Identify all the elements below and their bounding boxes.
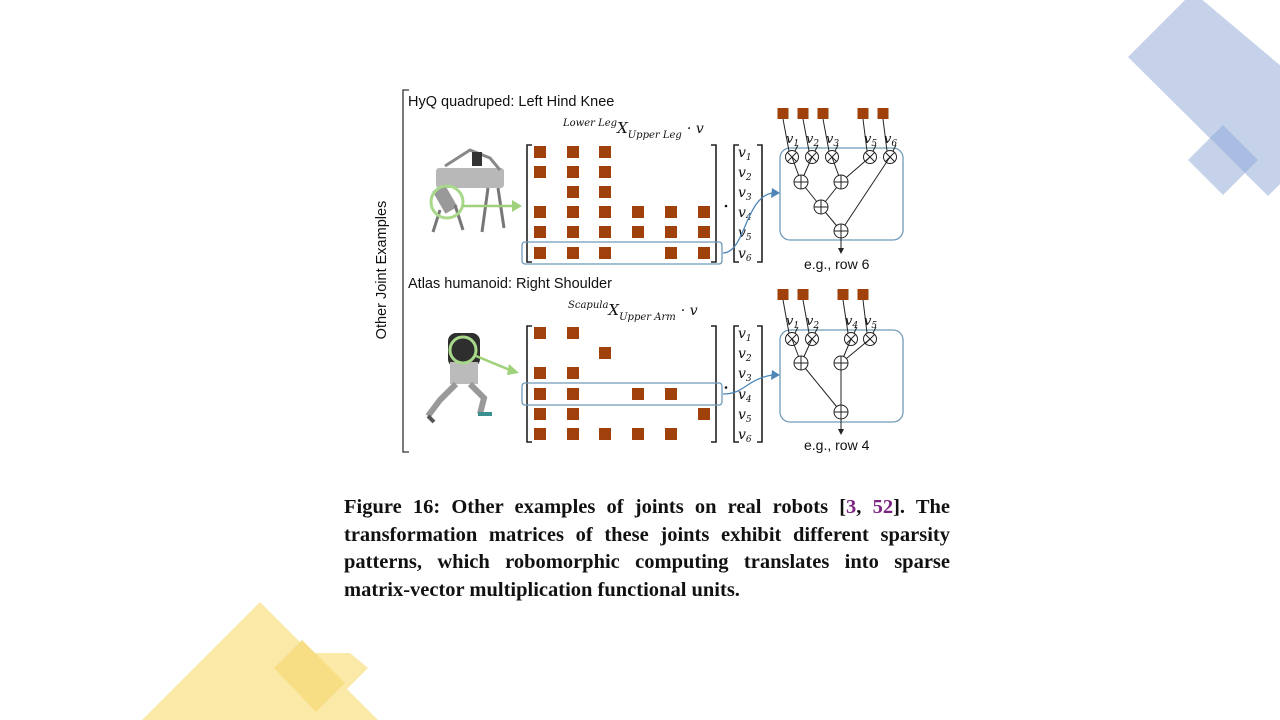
matrix-nonzero-cell bbox=[534, 327, 546, 339]
citation-link-52[interactable]: 52 bbox=[872, 496, 894, 518]
panel-title-hyq: HyQ quadruped: Left Hind Knee bbox=[408, 94, 615, 110]
citation-link-3[interactable]: 3 bbox=[846, 496, 857, 518]
svg-text:v5: v5 bbox=[864, 132, 877, 149]
highlighted-row-box bbox=[521, 241, 723, 265]
matrix-nonzero-cell bbox=[665, 206, 677, 218]
matrix-nonzero-cell bbox=[534, 388, 546, 400]
atlas-robot-image bbox=[425, 333, 519, 424]
matrix-nonzero-cell bbox=[567, 186, 579, 198]
matrix-nonzero-cell bbox=[665, 388, 677, 400]
matrix-nonzero-cell bbox=[534, 408, 546, 420]
svg-text:v3: v3 bbox=[738, 185, 752, 203]
matrix-nonzero-cell bbox=[567, 388, 579, 400]
svg-text:v1: v1 bbox=[738, 326, 752, 344]
matrix-nonzero-cell bbox=[534, 166, 546, 178]
matrix-nonzero-cell bbox=[534, 428, 546, 440]
weight-input-square bbox=[777, 108, 789, 119]
highlighted-row-box bbox=[521, 382, 723, 406]
svg-text:v1: v1 bbox=[786, 314, 799, 331]
svg-text:v1: v1 bbox=[786, 132, 799, 149]
matrix-nonzero-cell bbox=[632, 428, 644, 440]
matrix-nonzero-cell bbox=[567, 408, 579, 420]
weight-input-square bbox=[857, 108, 869, 119]
svg-text:v6: v6 bbox=[738, 246, 752, 264]
matrix-nonzero-cell bbox=[534, 247, 546, 259]
svg-text:v5: v5 bbox=[864, 314, 877, 331]
matrix-nonzero-cell bbox=[599, 166, 611, 178]
svg-text:v5: v5 bbox=[738, 407, 752, 425]
matrix-nonzero-cell bbox=[534, 146, 546, 158]
matrix-nonzero-cell bbox=[534, 226, 546, 238]
matrix-nonzero-cell bbox=[567, 206, 579, 218]
matrix-nonzero-cell bbox=[567, 226, 579, 238]
svg-text:v4: v4 bbox=[845, 314, 858, 331]
matrix-nonzero-cell bbox=[567, 428, 579, 440]
svg-text:v4: v4 bbox=[738, 205, 752, 223]
matrix-nonzero-cell bbox=[599, 247, 611, 259]
matrix-nonzero-cell bbox=[567, 146, 579, 158]
figure-caption: Figure 16: Other examples of joints on r… bbox=[344, 496, 950, 601]
matrix-nonzero-cell bbox=[567, 166, 579, 178]
example-label-row6: e.g., row 6 bbox=[804, 256, 870, 272]
svg-text:v2: v2 bbox=[806, 314, 819, 331]
matrix-nonzero-cell bbox=[632, 226, 644, 238]
matrix-nonzero-cell bbox=[599, 206, 611, 218]
matrix-nonzero-cell bbox=[665, 428, 677, 440]
svg-text:v6: v6 bbox=[884, 132, 897, 149]
matrix-nonzero-cell bbox=[632, 206, 644, 218]
formula-hyq: Lower LegXUpper Leg · v bbox=[563, 118, 704, 141]
matrix-nonzero-cell bbox=[665, 247, 677, 259]
weight-input-square bbox=[857, 289, 869, 300]
svg-text:v2: v2 bbox=[738, 346, 752, 364]
matrix-nonzero-cell bbox=[534, 367, 546, 379]
matrix-nonzero-cell bbox=[599, 428, 611, 440]
matrix-nonzero-cell bbox=[665, 226, 677, 238]
matrix-nonzero-cell bbox=[599, 226, 611, 238]
matrix-nonzero-cell bbox=[534, 206, 546, 218]
matrix-nonzero-cell bbox=[599, 146, 611, 158]
matrix-nonzero-cell bbox=[567, 327, 579, 339]
svg-text:v1: v1 bbox=[738, 145, 752, 163]
matrix-nonzero-cell bbox=[698, 206, 710, 218]
panel-title-atlas: Atlas humanoid: Right Shoulder bbox=[408, 276, 612, 292]
weight-input-square bbox=[777, 289, 789, 300]
matrix-nonzero-cell bbox=[698, 226, 710, 238]
matrix-nonzero-cell bbox=[567, 367, 579, 379]
svg-text:v6: v6 bbox=[738, 427, 752, 445]
matrix-nonzero-cell bbox=[599, 186, 611, 198]
weight-input-square bbox=[837, 289, 849, 300]
matrix-nonzero-cell bbox=[698, 247, 710, 259]
formula-atlas: ScapulaXUpper Arm · v bbox=[568, 300, 698, 323]
matrix-nonzero-cell bbox=[567, 247, 579, 259]
weight-input-square bbox=[797, 289, 809, 300]
matrix-nonzero-cell bbox=[599, 347, 611, 359]
svg-text:v2: v2 bbox=[806, 132, 819, 149]
matrix-nonzero-cell bbox=[632, 388, 644, 400]
hyq-robot-image bbox=[429, 148, 522, 233]
weight-input-square bbox=[877, 108, 889, 119]
example-label-row4: e.g., row 4 bbox=[804, 437, 870, 453]
svg-text:v3: v3 bbox=[738, 366, 752, 384]
weight-input-square bbox=[797, 108, 809, 119]
matrix-nonzero-cell bbox=[698, 408, 710, 420]
weight-input-square bbox=[817, 108, 829, 119]
svg-text:v2: v2 bbox=[738, 165, 752, 183]
svg-text:v3: v3 bbox=[826, 132, 839, 149]
